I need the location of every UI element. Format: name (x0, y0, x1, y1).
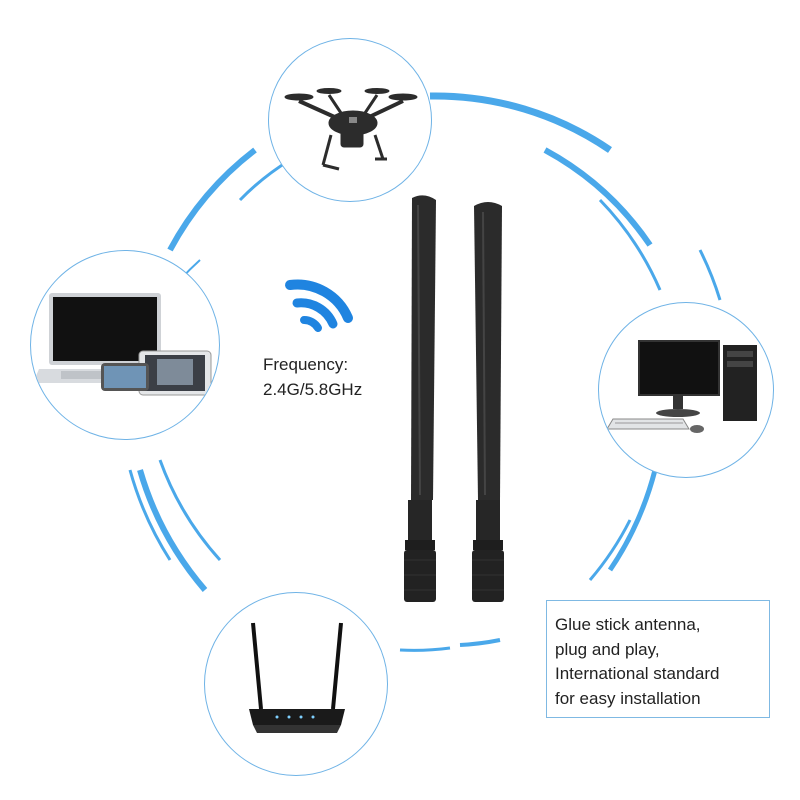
frequency-label-group: Frequency: 2.4G/5.8GHz (263, 352, 362, 402)
desktop-image (606, 340, 757, 433)
laptop-bubble (30, 250, 220, 440)
signal-ring (128, 92, 722, 652)
desktop-bubble (598, 302, 774, 478)
antenna-right (472, 202, 504, 602)
info-line-3: International standard (555, 664, 720, 683)
info-line-4: for easy installation (555, 688, 701, 708)
drone-image (284, 88, 418, 171)
router-bubble (204, 592, 388, 776)
frequency-value: 2.4G/5.8GHz (263, 380, 363, 399)
info-line-2: plug and play, (555, 639, 660, 659)
feature-info-box: Glue stick antenna, plug and play, Inter… (546, 600, 770, 718)
antenna-left (404, 195, 436, 602)
laptop-image (33, 293, 212, 396)
drone-bubble (268, 38, 432, 202)
wifi-icon (285, 279, 353, 332)
info-line-1: Glue stick antenna, (555, 615, 701, 634)
frequency-label: Frequency: (263, 355, 349, 374)
router-image (249, 622, 345, 733)
